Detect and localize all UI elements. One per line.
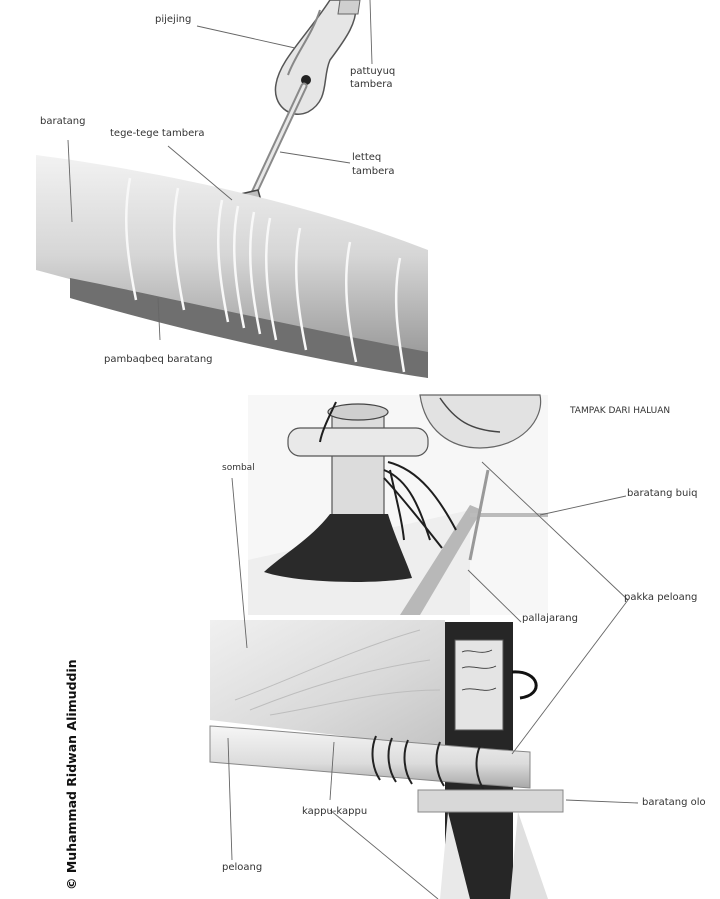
lower-boom	[417, 789, 564, 813]
credit-text: © Muhammad Ridwan Alimuddin	[64, 659, 79, 890]
block-pulley	[274, 0, 357, 115]
label-pattuyuq-line1: pattuyuq	[350, 66, 396, 77]
label-pakka-peloang: pakka peloang	[624, 592, 698, 603]
label-pallajarang: pallajarang	[522, 613, 578, 624]
leader-lines	[67, 0, 639, 899]
label-letteq-line1: letteq	[352, 152, 382, 163]
label-letteq-line2: tambera	[352, 166, 395, 177]
sail	[210, 620, 445, 748]
label-pambaqbeq-baratang: pambaqbeq baratang	[104, 354, 213, 365]
label-baratang-olo: baratang olo	[642, 797, 706, 808]
label-tege-tege-tambera: tege-tege tambera	[110, 128, 205, 139]
middle-photo	[248, 394, 548, 615]
label-baratang: baratang	[40, 116, 86, 127]
bottom-photo	[209, 620, 564, 899]
label-peloang: peloang	[222, 862, 263, 873]
label-sombal: sombal	[222, 463, 255, 473]
winch-drum	[419, 394, 542, 449]
bow-ropes	[319, 401, 457, 549]
label-tampak-dari-haluan: TAMPAK DARI HALUAN	[570, 406, 671, 416]
top-photo	[36, 0, 428, 378]
boom	[209, 725, 531, 789]
bow-crossbar	[287, 427, 429, 457]
label-baratang-buiq: baratang buiq	[627, 488, 698, 499]
spar-pambaqbeq	[70, 278, 428, 378]
label-kappu-kappu: kappu-kappu	[302, 806, 368, 817]
label-pijejing: pijejing	[155, 14, 192, 25]
spar-baratang	[36, 155, 428, 378]
label-pattuyuq-line2: tambera	[350, 79, 393, 90]
spar-lashings	[124, 177, 406, 373]
block-sheave	[301, 75, 311, 85]
bow-cover	[264, 514, 412, 582]
